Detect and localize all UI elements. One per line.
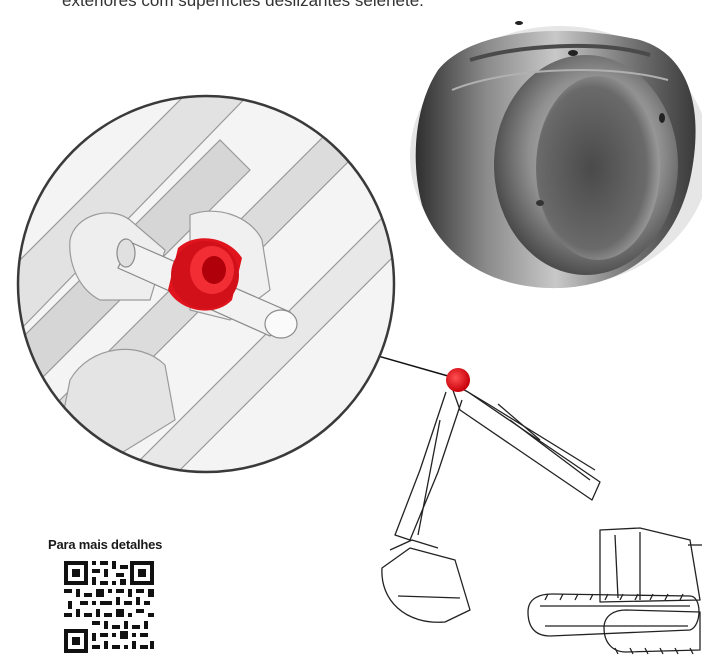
leader-line xyxy=(377,355,456,379)
qr-caption: Para mais detalhes xyxy=(48,537,163,552)
bearing-photo xyxy=(410,21,702,289)
qr-code xyxy=(64,561,154,653)
highlight-dot xyxy=(446,368,470,392)
detail-circle xyxy=(16,94,396,474)
top-text: exteriores com superfícies deslizantes s… xyxy=(62,0,424,10)
highlighted-bushing xyxy=(168,238,242,311)
excavator-drawing xyxy=(381,381,702,655)
